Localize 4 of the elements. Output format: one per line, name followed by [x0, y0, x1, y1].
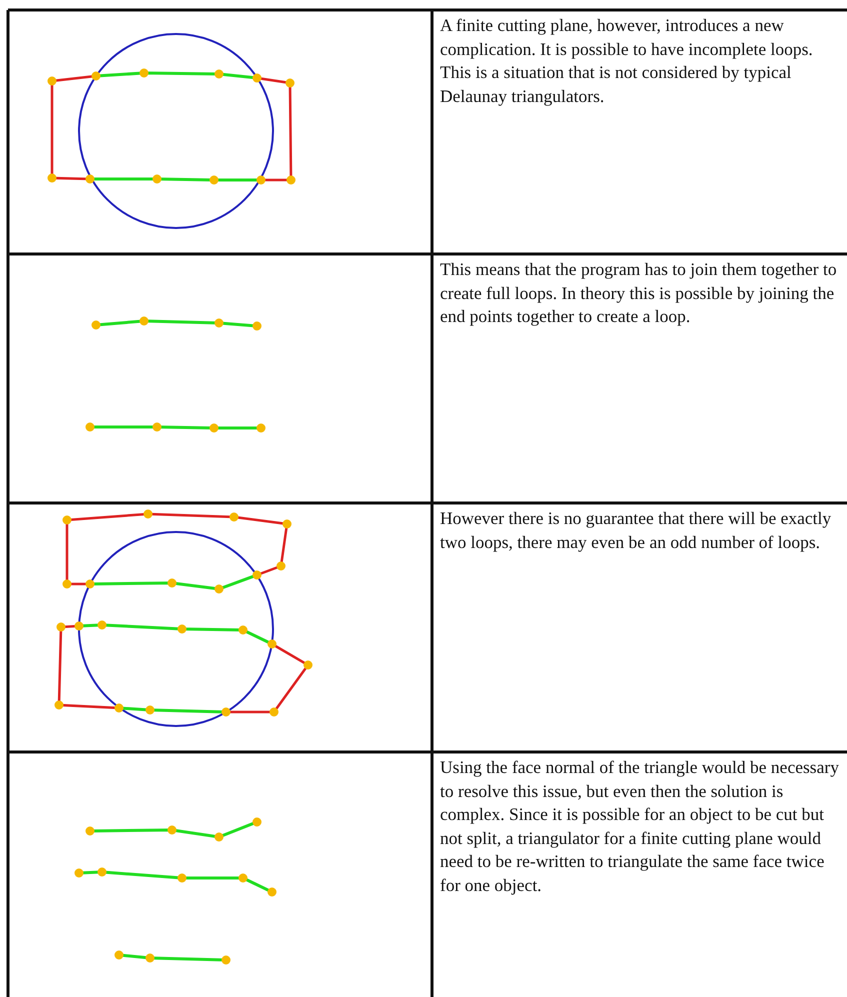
- description-text: This means that the program has to join them together to create full loops. In theory this is possible by joining the end points together to create a loop.: [440, 258, 838, 328]
- description-text: Using the face normal of the triangle would be necessary to resolve this issue, but even then the solution is complex. Since it is possible for an object to be cut but not split, a triangulator for a finite cutting plane would need to be re-written to triangulate the same face twice for one object.: [440, 756, 840, 897]
- description-text: A finite cutting plane, however, introduces a new complication. It is possible to have incomplete loops. This is a situation that is not considered by typical Delaunay triangulators.: [440, 14, 814, 108]
- description-text: However there is no guarantee that there will be exactly two loops, there may even be an odd number of loops.: [440, 507, 832, 554]
